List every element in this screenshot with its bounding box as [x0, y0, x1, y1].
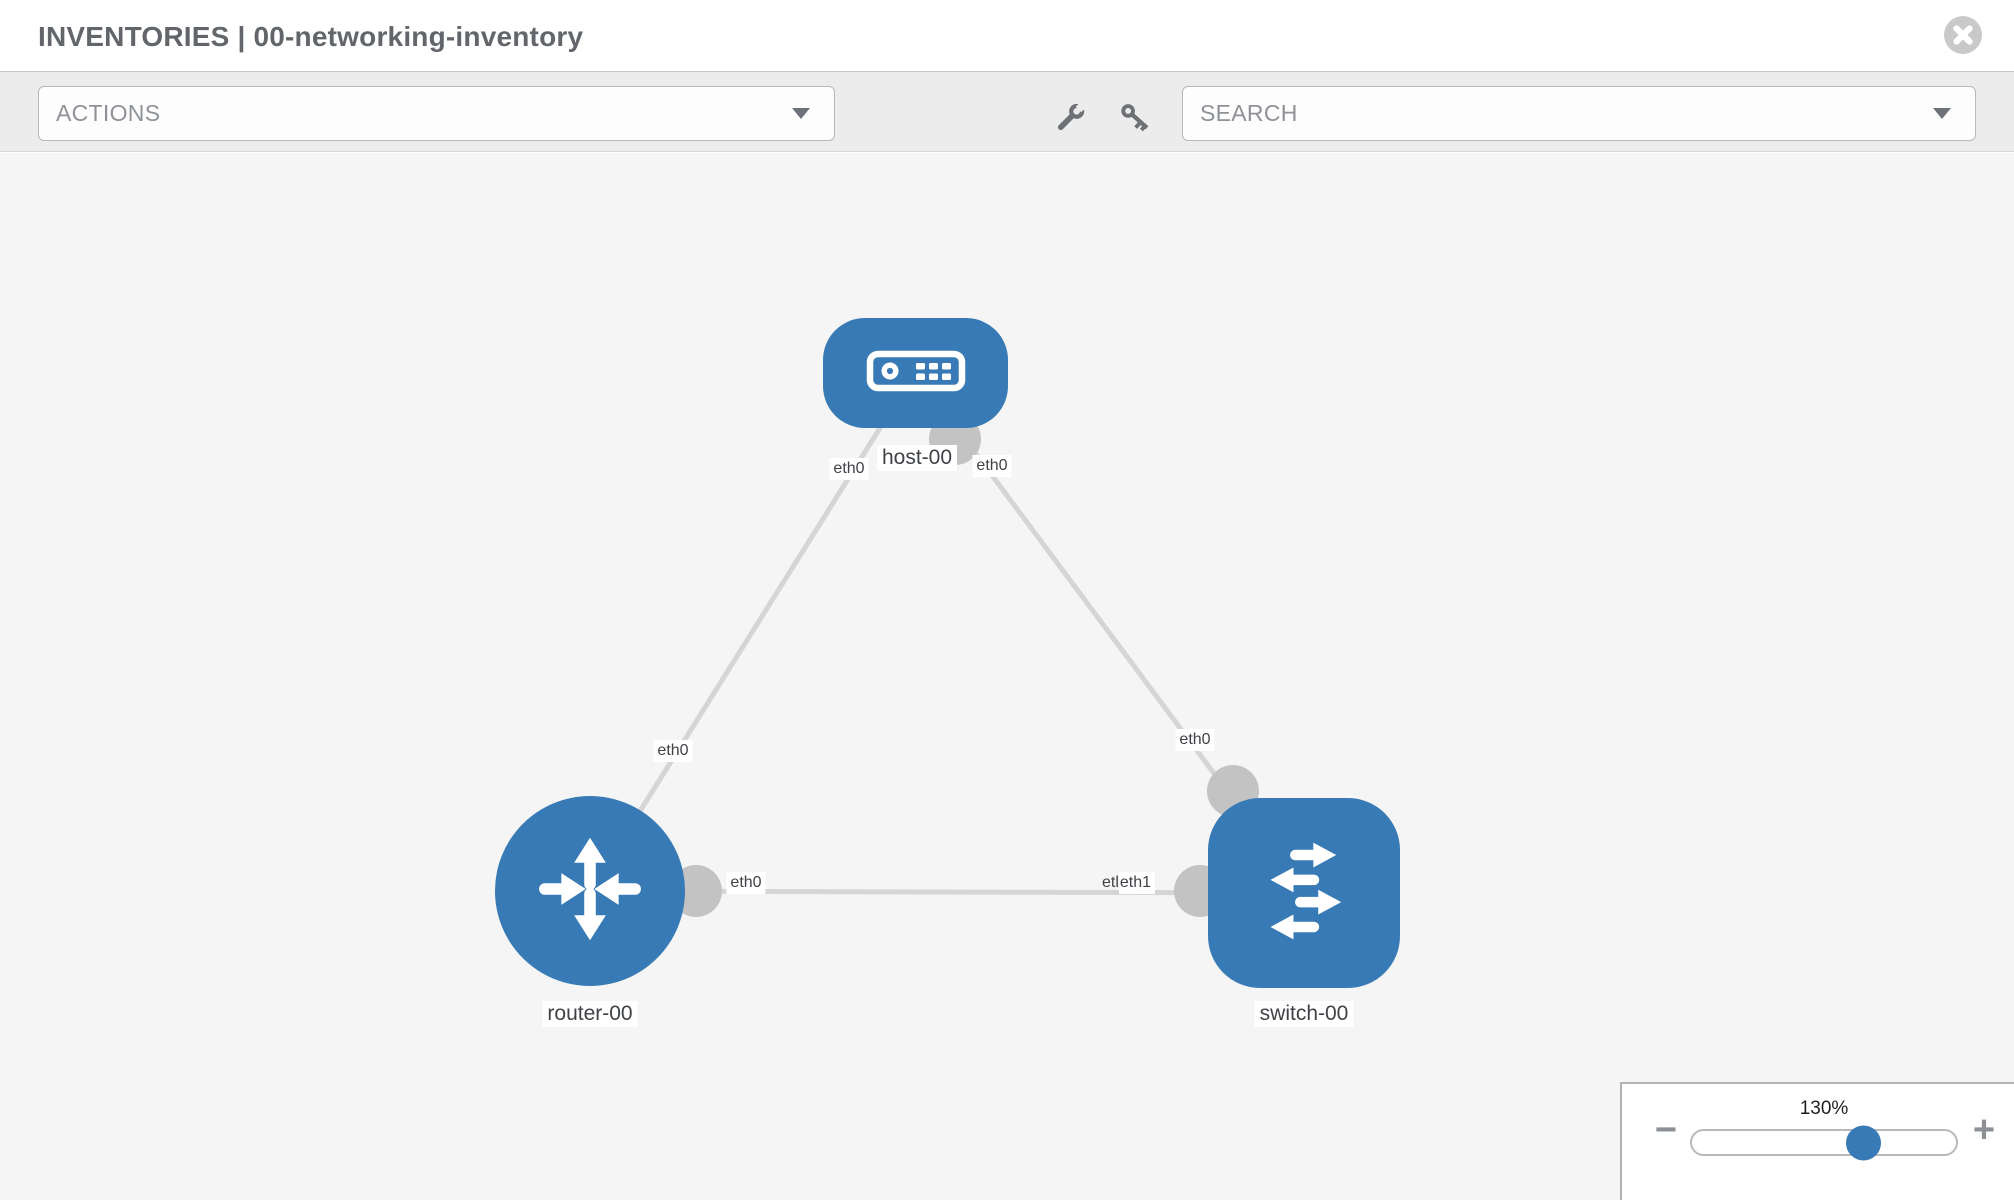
toolbar: ACTIONS [0, 71, 2014, 152]
node-label-switch-00: switch-00 [1254, 1001, 1354, 1027]
search-dropdown[interactable]: SEARCH [1182, 86, 1976, 141]
node-switch-00[interactable] [1208, 798, 1400, 988]
zoom-control-panel: 130% − + [1620, 1082, 2014, 1200]
node-label-host-00: host-00 [876, 445, 958, 471]
chevron-down-icon [792, 108, 810, 119]
node-host-00[interactable] [823, 318, 1008, 428]
zoom-level-value: 130% [1799, 1098, 1849, 1119]
close-icon [1944, 16, 1982, 57]
credentials-button[interactable] [1116, 98, 1156, 138]
interface-label-host-eth0: eth0 [829, 458, 869, 480]
zoom-slider-track[interactable] [1690, 1125, 1958, 1160]
actions-dropdown-label: ACTIONS [56, 100, 161, 126]
actions-dropdown[interactable]: ACTIONS [38, 86, 835, 141]
search-placeholder: SEARCH [1200, 100, 1298, 126]
interface-label-router-eth0-link: eth0 [726, 872, 766, 894]
node-router-00[interactable] [495, 796, 685, 986]
interface-label-switch-eth1-text: eth1 [1118, 872, 1156, 894]
router-icon [529, 828, 651, 955]
configure-button[interactable] [1050, 98, 1090, 138]
chevron-down-icon [1933, 108, 1951, 119]
interface-label-switch-eth0: eth0 [1175, 729, 1215, 751]
switch-icon [1242, 829, 1366, 958]
key-icon [1116, 104, 1156, 141]
topology-canvas[interactable]: host-00 router-00 switch-00 eth0 eth0 et… [0, 153, 2014, 1200]
interface-label-overlap-fragment: etl [1102, 874, 1119, 891]
zoom-slider-handle[interactable] [1846, 1125, 1881, 1160]
minus-icon: − [1654, 1109, 1678, 1151]
links-layer [587, 370, 1306, 917]
plus-icon: + [1972, 1109, 1996, 1151]
page-title: INVENTORIES | 00-networking-inventory [38, 21, 584, 52]
interface-label-host-eth0b: eth0 [972, 455, 1012, 477]
interface-label-router-eth0: eth0 [653, 740, 693, 762]
zoom-out-button[interactable]: − [1646, 1108, 1686, 1152]
zoom-in-button[interactable]: + [1964, 1108, 2004, 1152]
close-button[interactable] [1944, 16, 1982, 54]
interface-label-switch-eth1: etl eth1 [1100, 872, 1156, 894]
node-label-router-00: router-00 [542, 1001, 638, 1027]
header: INVENTORIES | 00-networking-inventory [0, 0, 2014, 71]
wrench-icon [1050, 101, 1090, 141]
host-icon [866, 350, 966, 397]
